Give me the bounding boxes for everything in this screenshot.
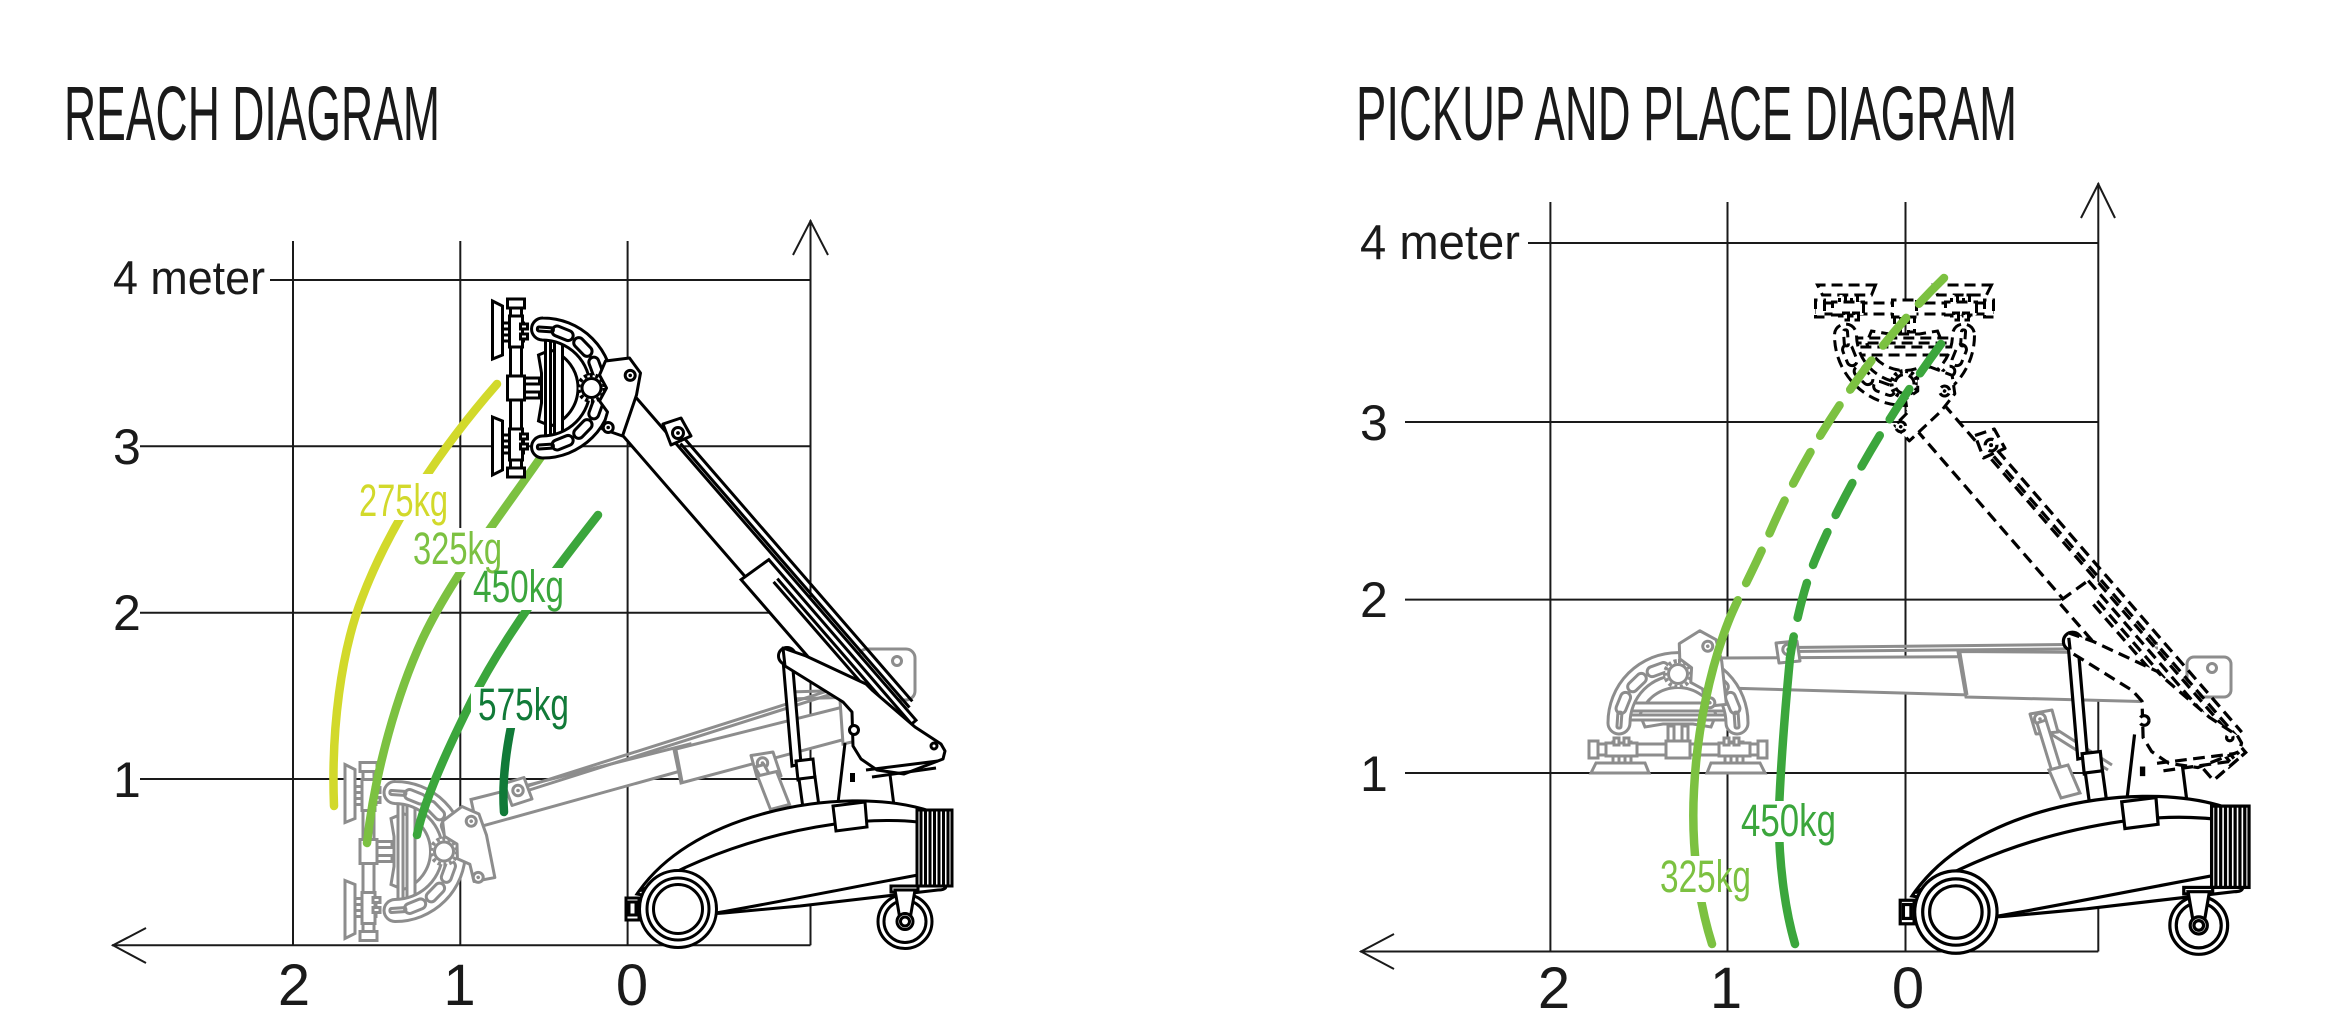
svg-text:1: 1 — [1710, 956, 1742, 1021]
svg-text:REACH DIAGRAM: REACH DIAGRAM — [64, 71, 440, 157]
svg-text:2: 2 — [1360, 572, 1388, 628]
svg-text:2: 2 — [278, 953, 310, 1018]
svg-text:0: 0 — [1892, 956, 1924, 1021]
svg-text:325kg: 325kg — [1660, 851, 1751, 902]
svg-text:0: 0 — [616, 953, 648, 1018]
svg-text:450kg: 450kg — [1741, 795, 1836, 846]
svg-text:4 meter: 4 meter — [1360, 216, 1520, 270]
svg-text:3: 3 — [1360, 395, 1388, 451]
svg-text:PICKUP AND PLACE DIAGRAM: PICKUP AND PLACE DIAGRAM — [1356, 71, 2017, 157]
svg-text:275kg: 275kg — [359, 475, 448, 526]
svg-text:3: 3 — [113, 419, 141, 475]
svg-text:1: 1 — [1360, 746, 1388, 802]
svg-text:450kg: 450kg — [473, 561, 564, 612]
svg-text:1: 1 — [443, 953, 475, 1018]
svg-text:325kg: 325kg — [413, 523, 502, 574]
svg-text:4 meter: 4 meter — [113, 251, 265, 304]
svg-text:2: 2 — [113, 585, 141, 641]
svg-text:575kg: 575kg — [478, 679, 569, 730]
svg-text:1: 1 — [113, 752, 141, 808]
svg-text:2: 2 — [1538, 956, 1570, 1021]
